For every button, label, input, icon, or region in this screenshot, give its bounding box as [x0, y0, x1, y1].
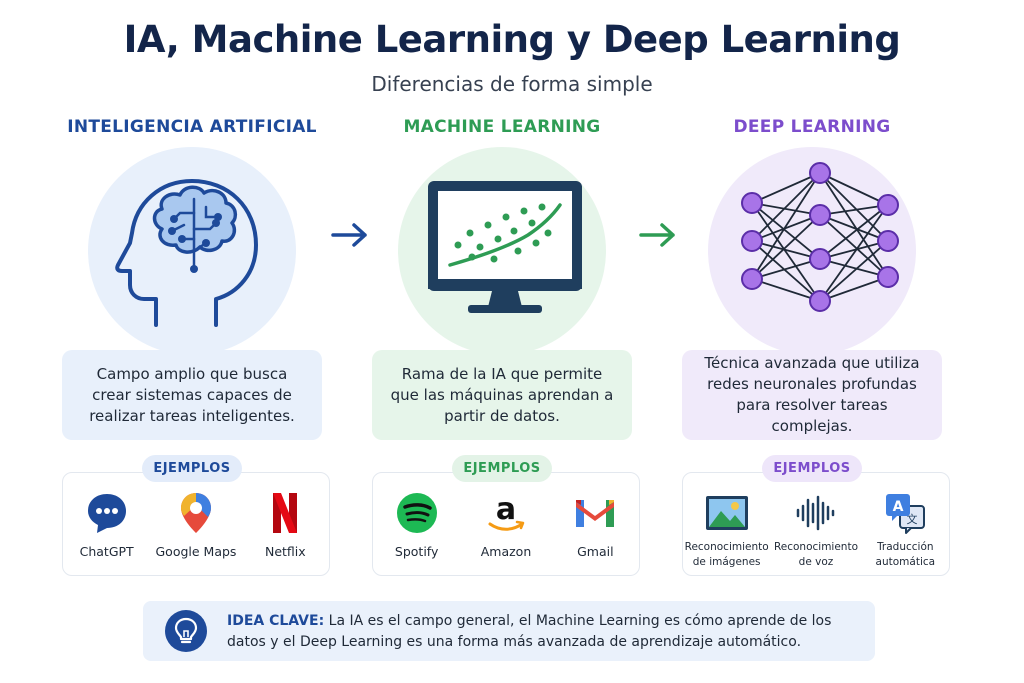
neuron-node [741, 192, 763, 214]
page-subtitle: Diferencias de forma simple [371, 72, 653, 96]
column-ai: INTELIGENCIA ARTIFICIAL Campo amplio que… [52, 0, 332, 683]
svg-text:文: 文 [907, 512, 918, 526]
example-voice-recognition: Reconocimiento de voz [773, 490, 859, 570]
column-title-dl: DEEP LEARNING [733, 117, 891, 137]
page-title: IA, Machine Learning y Deep Learning [123, 18, 901, 61]
example-gmail: Gmail [552, 490, 638, 559]
neuron-node [877, 194, 899, 216]
example-label: Netflix [264, 544, 306, 559]
example-label: ChatGPT [79, 544, 134, 559]
description-ml: Rama de la IA que permite que las máquin… [372, 350, 632, 440]
gmail-icon [572, 490, 618, 536]
arrow-right-icon [638, 222, 678, 252]
image-icon [704, 490, 750, 536]
soundwave-icon [793, 490, 839, 536]
map-pin-icon [173, 490, 219, 536]
neuron-node [809, 162, 831, 184]
column-dl: DEEP LEARNING Técnica avanzada que utili… [672, 0, 952, 683]
example-label: Spotify [394, 544, 439, 559]
examples-label-ml: EJEMPLOS [452, 455, 552, 482]
example-label: Reconocimiento de imágenes [684, 541, 769, 568]
example-netflix: Netflix [242, 490, 328, 559]
spotify-icon [394, 490, 440, 536]
key-idea-text: IDEA CLAVE: La IA es el campo general, e… [227, 611, 867, 653]
neuron-node [877, 230, 899, 252]
example-label: Amazon [480, 544, 532, 559]
amazon-icon: a [483, 490, 529, 536]
example-amazon: a Amazon [463, 490, 549, 559]
svg-text:a: a [496, 492, 516, 527]
example-label: Gmail [577, 544, 614, 559]
column-ml: MACHINE LEARNING Rama de la IA que permi… [362, 0, 642, 683]
neuron-node [809, 248, 831, 270]
examples-label-ai: EJEMPLOS [142, 455, 242, 482]
description-ai: Campo amplio que busca crear sistemas ca… [62, 350, 322, 440]
key-idea-body: La IA es el campo general, el Machine Le… [227, 613, 832, 650]
key-idea-box: IDEA CLAVE: La IA es el campo general, e… [143, 601, 875, 661]
example-label: Google Maps [155, 544, 237, 559]
neuron-node [809, 290, 831, 312]
column-title-ai: INTELIGENCIA ARTIFICIAL [67, 117, 317, 137]
neuron-node [741, 268, 763, 290]
netflix-icon [262, 490, 308, 536]
example-spotify: Spotify [374, 490, 460, 559]
example-image-recognition: Reconocimiento de imágenes [684, 490, 770, 570]
example-label: Reconocimiento de voz [773, 541, 859, 568]
examples-label-dl: EJEMPLOS [762, 455, 862, 482]
key-idea-label: IDEA CLAVE: [227, 613, 325, 629]
neuron-node [877, 266, 899, 288]
neuron-node [741, 230, 763, 252]
example-chatgpt: ChatGPT [64, 490, 150, 559]
lightbulb-icon [165, 610, 207, 652]
monitor-chart-icon [398, 147, 606, 355]
arrow-right-icon [330, 222, 370, 252]
head-brain-icon [88, 147, 296, 355]
neuron-node [809, 204, 831, 226]
example-google-maps: Google Maps [153, 490, 239, 559]
description-dl: Técnica avanzada que utiliza redes neuro… [682, 350, 942, 440]
neural-network-icon [708, 147, 916, 355]
example-label: Traducción automática [875, 541, 936, 568]
chat-bubble-icon [84, 490, 130, 536]
svg-text:A: A [893, 499, 904, 515]
column-title-ml: MACHINE LEARNING [403, 117, 601, 137]
